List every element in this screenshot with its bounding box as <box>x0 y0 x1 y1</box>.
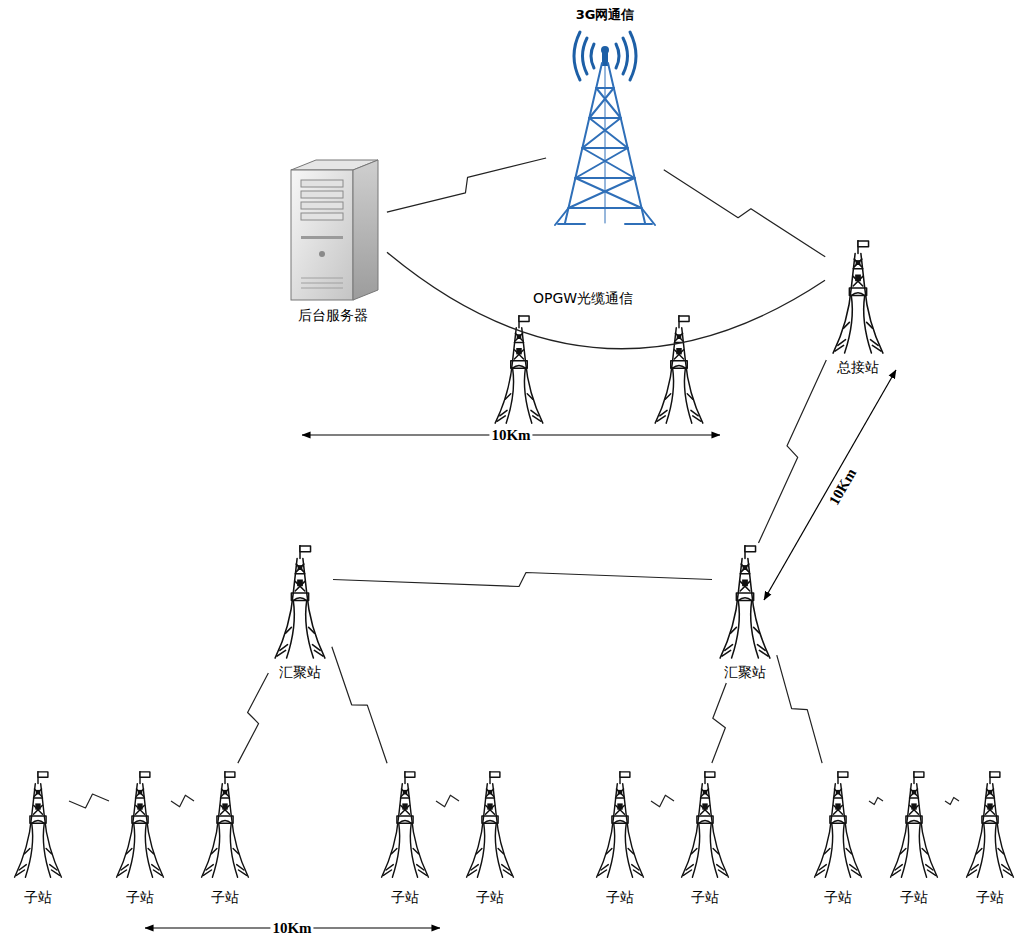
sub-station-icon <box>113 765 167 885</box>
cell-tower-icon <box>550 28 660 228</box>
master-station: 总接站 <box>827 240 889 376</box>
station-label: 子站 <box>606 888 634 906</box>
aggregation-station-icon <box>716 545 774 660</box>
station-label: 子站 <box>900 888 928 906</box>
sub-station: 子站 <box>676 765 734 906</box>
wireless-link <box>651 795 674 807</box>
sub-station-icon <box>887 765 941 885</box>
station-label: 后台服务器 <box>298 306 368 324</box>
backend-server-icon <box>283 158 383 303</box>
cell-tower: 3G网通信 <box>548 6 662 228</box>
dimension-line <box>764 370 896 600</box>
sub-station-icon <box>963 765 1017 885</box>
wireless-link <box>869 798 883 805</box>
station-label: 子站 <box>691 888 719 906</box>
wireless-link <box>758 360 826 543</box>
backend-server: 后台服务器 <box>281 158 385 324</box>
station-label: 子站 <box>211 888 239 906</box>
aggregation-station: 汇聚站 <box>269 545 331 681</box>
sub-station: 子站 <box>461 765 519 906</box>
sub-station-icon <box>678 765 732 885</box>
station-label: 子站 <box>24 888 52 906</box>
master-station-icon <box>829 240 887 355</box>
aggregation-station-icon <box>271 545 329 660</box>
station-label: 子站 <box>391 888 419 906</box>
station-label: 汇聚站 <box>724 663 766 681</box>
sub-station: 子站 <box>885 765 943 906</box>
wireless-link <box>945 798 959 805</box>
wireless-link <box>712 683 726 763</box>
sub-station: 子站 <box>591 765 649 906</box>
fiber-cable <box>387 252 825 348</box>
wireless-link <box>333 573 712 587</box>
wireless-link <box>332 647 387 763</box>
wireless-link <box>387 158 546 212</box>
wireless-link <box>777 655 822 763</box>
dimension-label: 10Km <box>825 464 861 510</box>
sub-station-icon <box>11 765 65 885</box>
wireless-link <box>664 170 825 257</box>
aggregation-station: 汇聚站 <box>714 545 776 681</box>
sub-station: 子站 <box>376 765 434 906</box>
sub-station: 子站 <box>809 765 867 906</box>
station-label: 子站 <box>824 888 852 906</box>
dimension-label: 10Km <box>270 920 313 937</box>
sub-station-icon <box>811 765 865 885</box>
station-label: 子站 <box>976 888 1004 906</box>
wireless-link <box>238 673 269 763</box>
station-label: 子站 <box>476 888 504 906</box>
dimension-label: 10Km <box>489 427 532 444</box>
wireless-link <box>171 795 194 807</box>
wireless-link <box>69 794 109 808</box>
sub-station: 子站 <box>111 765 169 906</box>
station-label: 总接站 <box>837 358 879 376</box>
station-label: 子站 <box>126 888 154 906</box>
station-label: 汇聚站 <box>279 663 321 681</box>
sub-station: 子站 <box>9 765 67 906</box>
opgw-tower <box>655 315 703 423</box>
sub-station: 子站 <box>196 765 254 906</box>
wireless-link <box>436 795 459 807</box>
sub-station-icon <box>593 765 647 885</box>
sub-station-icon <box>378 765 432 885</box>
link-label: OPGW光缆通信 <box>531 289 635 307</box>
sub-station: 子站 <box>961 765 1019 906</box>
sub-station-icon <box>463 765 517 885</box>
station-label: 3G网通信 <box>576 6 635 24</box>
sub-station-icon <box>198 765 252 885</box>
